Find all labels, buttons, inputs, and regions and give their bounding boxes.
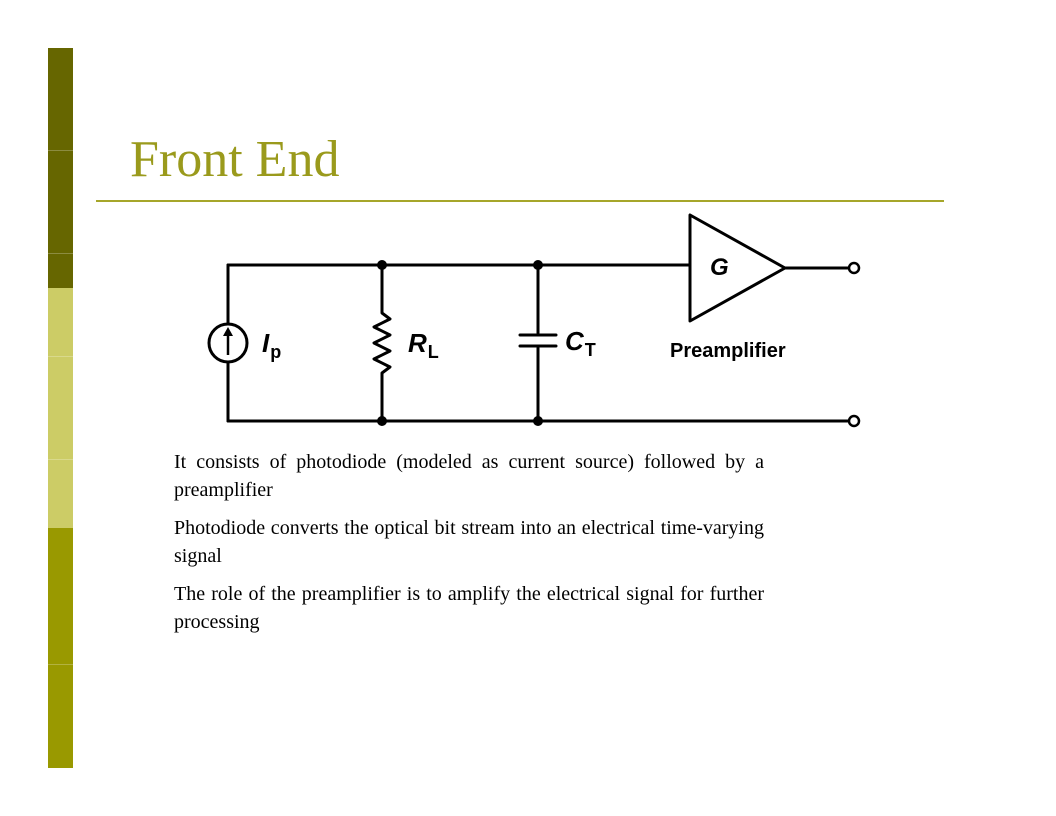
- sidebar-decoration: [48, 48, 73, 768]
- junction-dot: [377, 260, 387, 270]
- output-terminal-top: [847, 261, 861, 275]
- circuit-diagram: Ip RL CT G Preamplifier: [190, 205, 880, 445]
- body-paragraph: The role of the preamplifier is to ampli…: [174, 583, 764, 633]
- capacitor-label: CT: [565, 326, 596, 360]
- source-label-sub: p: [270, 342, 281, 362]
- output-terminal-bottom: [847, 414, 861, 428]
- circuit-svg: Ip RL CT G Preamplifier: [207, 213, 861, 428]
- body-paragraph: Photodiode converts the optical bit stre…: [174, 517, 764, 567]
- slide-title: Front End: [130, 131, 340, 188]
- sidebar-segment: [48, 460, 73, 528]
- sidebar-segment: [48, 528, 73, 665]
- slide-body: It consists of photodiode (modeled as cu…: [174, 448, 764, 646]
- sidebar-segment: [48, 151, 73, 254]
- sidebar-segment: [48, 357, 73, 460]
- resistor-label-main: R: [408, 328, 427, 358]
- resistor-label-sub: L: [428, 342, 439, 362]
- source-label: Ip: [262, 328, 281, 362]
- body-paragraph: It consists of photodiode (modeled as cu…: [174, 451, 764, 501]
- amplifier-caption: Preamplifier: [670, 340, 786, 362]
- capacitor-label-sub: T: [585, 340, 596, 360]
- title-underline: [96, 200, 944, 202]
- amplifier-triangle: [688, 213, 787, 323]
- junction-dot: [533, 416, 543, 426]
- sidebar-segment: [48, 254, 73, 288]
- resistor-label: RL: [408, 328, 439, 362]
- junction-dot: [377, 416, 387, 426]
- current-arrowhead-icon: [223, 327, 233, 336]
- capacitor-label-main: C: [565, 326, 585, 356]
- sidebar-segment: [48, 665, 73, 768]
- sidebar-segment: [48, 48, 73, 151]
- sidebar-segment: [48, 288, 73, 357]
- source-label-main: I: [262, 328, 270, 358]
- amplifier-gain-label: G: [710, 254, 729, 281]
- junction-dot: [533, 260, 543, 270]
- resistor-symbol: [372, 263, 392, 423]
